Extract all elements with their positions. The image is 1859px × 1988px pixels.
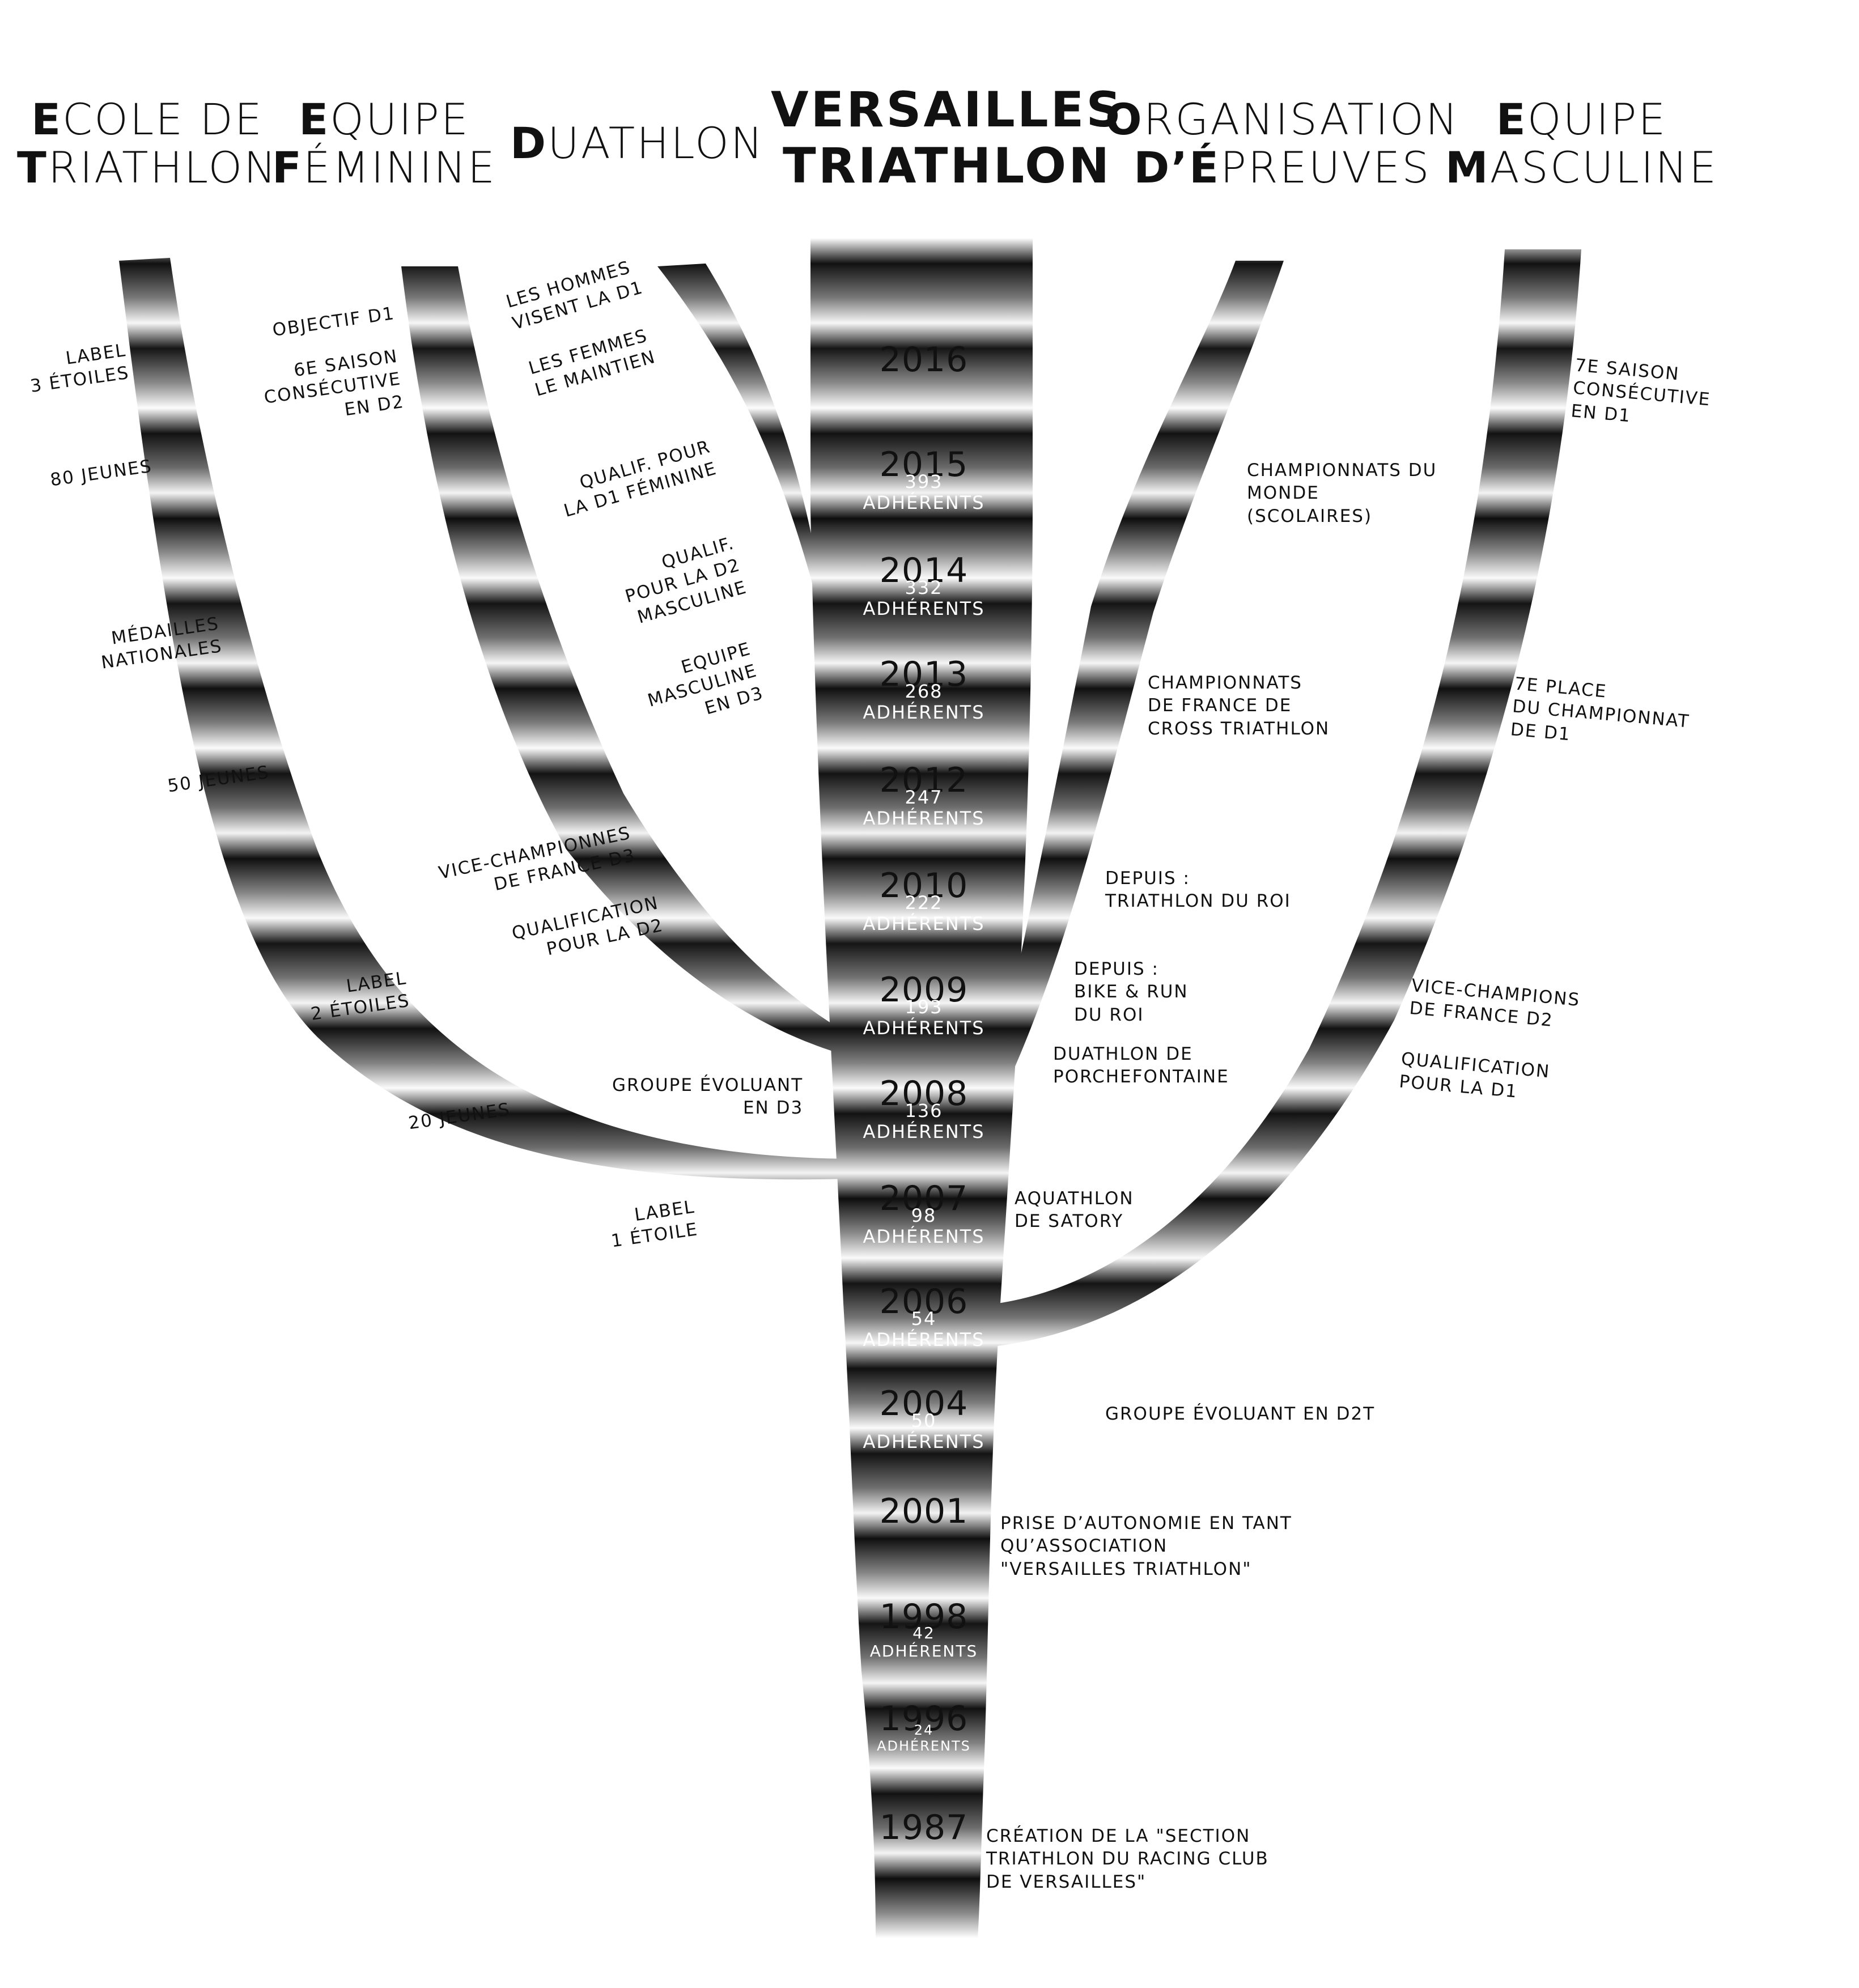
timeline-year: 1996 xyxy=(879,1699,969,1739)
header-initial: D xyxy=(510,118,548,168)
timeline-year: 2004 xyxy=(879,1384,969,1424)
timeline-year: 2012 xyxy=(879,761,969,800)
header-initial: E xyxy=(1496,94,1527,145)
header-initial: M xyxy=(1445,142,1490,193)
header-ecole-triathlon: ECOLE DE TRIATHLON xyxy=(17,94,278,193)
branch-ecole-triathlon xyxy=(119,258,850,1180)
timeline-year: 2015 xyxy=(879,445,969,485)
header-equipe-feminine: EQUIPE FÉMININE xyxy=(272,94,497,193)
timeline-year: 1998 xyxy=(879,1597,969,1637)
branch-equipe-masculine xyxy=(998,249,1581,1346)
timeline-year: 1987 xyxy=(879,1808,969,1847)
branch-organisation xyxy=(998,261,1284,1105)
timeline-year: 2006 xyxy=(879,1282,969,1322)
main-title-line-1: VERSAILLES xyxy=(771,82,1124,138)
header-initial: D’É xyxy=(1134,142,1221,193)
main-title-line-2: TRIATHLON xyxy=(783,137,1112,194)
main-title: VERSAILLES TRIATHLON xyxy=(771,82,1123,194)
annotation: GROUPE ÉVOLUANT EN D2T xyxy=(1105,1404,1376,1424)
header-initial: F xyxy=(272,142,303,193)
header-duathlon: DUATHLON xyxy=(510,118,765,168)
header-initial: E xyxy=(31,94,62,145)
branch-equipe-feminine xyxy=(401,266,844,1054)
tree-trunk xyxy=(810,238,1033,1938)
branch-duathlon xyxy=(657,264,825,615)
timeline-year: 2001 xyxy=(879,1492,969,1531)
header-organisation-epreuves: ORGANISATION D’ÉPREUVES xyxy=(1105,94,1459,193)
timeline-year: 2014 xyxy=(879,551,969,591)
header-equipe-masculine: EQUIPE MASCULINE xyxy=(1445,94,1718,193)
header-initial: O xyxy=(1105,94,1144,145)
timeline-year: 2009 xyxy=(879,970,969,1010)
timeline-year: 2010 xyxy=(879,866,969,906)
header-initial: E xyxy=(299,94,330,145)
header-initial: T xyxy=(17,142,48,193)
annotation: DEPUIS :TRIATHLON DU ROI xyxy=(1105,868,1291,912)
timeline-year: 2008 xyxy=(879,1074,969,1114)
timeline-year: 2007 xyxy=(879,1179,969,1218)
timeline-year: 2013 xyxy=(879,655,969,694)
timeline-year: 2016 xyxy=(879,340,969,380)
